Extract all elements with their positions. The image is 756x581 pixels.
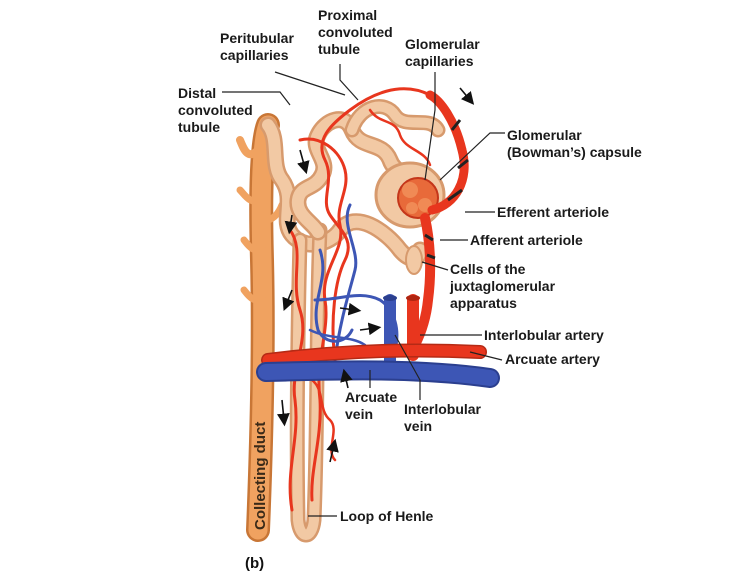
flow-arrow — [340, 368, 353, 389]
flow-arrow — [276, 399, 290, 427]
flow-arrow — [339, 302, 362, 316]
flow-arrow — [297, 149, 310, 175]
efferent-arteriole — [425, 90, 469, 215]
label-glomerular-capsule: Glomerular (Bowman’s) capsule — [507, 127, 642, 160]
leader-distal — [222, 91, 291, 106]
proximal-convoluted-tubule — [289, 99, 446, 241]
label-afferent-arteriole: Afferent arteriole — [470, 232, 583, 248]
flow-arrow — [326, 438, 339, 463]
leader-jga — [421, 261, 449, 271]
label-arcuate-artery: Arcuate artery — [505, 351, 600, 367]
afferent-arteriole — [410, 213, 436, 350]
label-peritubular-capillaries: Peritubular capillaries — [220, 30, 294, 63]
leader-glomerular-caps — [424, 72, 436, 181]
flow-arrows — [276, 87, 475, 463]
label-efferent-arteriole: Efferent arteriole — [497, 204, 610, 220]
leader-lines — [222, 64, 505, 517]
leader-interlobular-vein — [394, 334, 421, 400]
panel-tag: (b) — [245, 555, 265, 572]
arcuate-artery — [261, 343, 487, 367]
label-distal-convoluted-tubule: Distal convoluted tubule — [178, 85, 253, 135]
label-arcuate-vein: Arcuate vein — [345, 389, 398, 422]
flow-arrow — [459, 87, 475, 105]
juxtaglomerular-cells — [405, 245, 423, 275]
leader-proximal — [339, 64, 359, 101]
flow-arrow — [282, 289, 295, 311]
venous-capillaries — [308, 203, 399, 362]
label-juxtaglomerular-apparatus: Cells of the juxtaglomerular apparatus — [450, 261, 556, 311]
label-proximal-convoluted-tubule: Proximal convoluted tubule — [318, 7, 393, 57]
label-loop-of-henle: Loop of Henle — [340, 508, 434, 524]
label-interlobular-artery: Interlobular artery — [484, 327, 604, 343]
flow-arrow — [359, 322, 382, 336]
label-glomerular-capillaries: Glomerular capillaries — [405, 36, 480, 69]
leader-capsule — [439, 132, 505, 181]
arcuate-vein — [256, 360, 500, 388]
leader-peritubular — [274, 71, 346, 96]
flow-arrow — [284, 214, 298, 235]
loop-of-henle — [289, 222, 328, 543]
leader-arcuate-artery — [469, 351, 503, 361]
label-collecting-duct: Collecting duct — [252, 421, 269, 530]
glomerular-capsule — [374, 161, 446, 229]
collecting-duct — [236, 113, 286, 542]
label-interlobular-vein: Interlobular vein — [404, 401, 482, 434]
